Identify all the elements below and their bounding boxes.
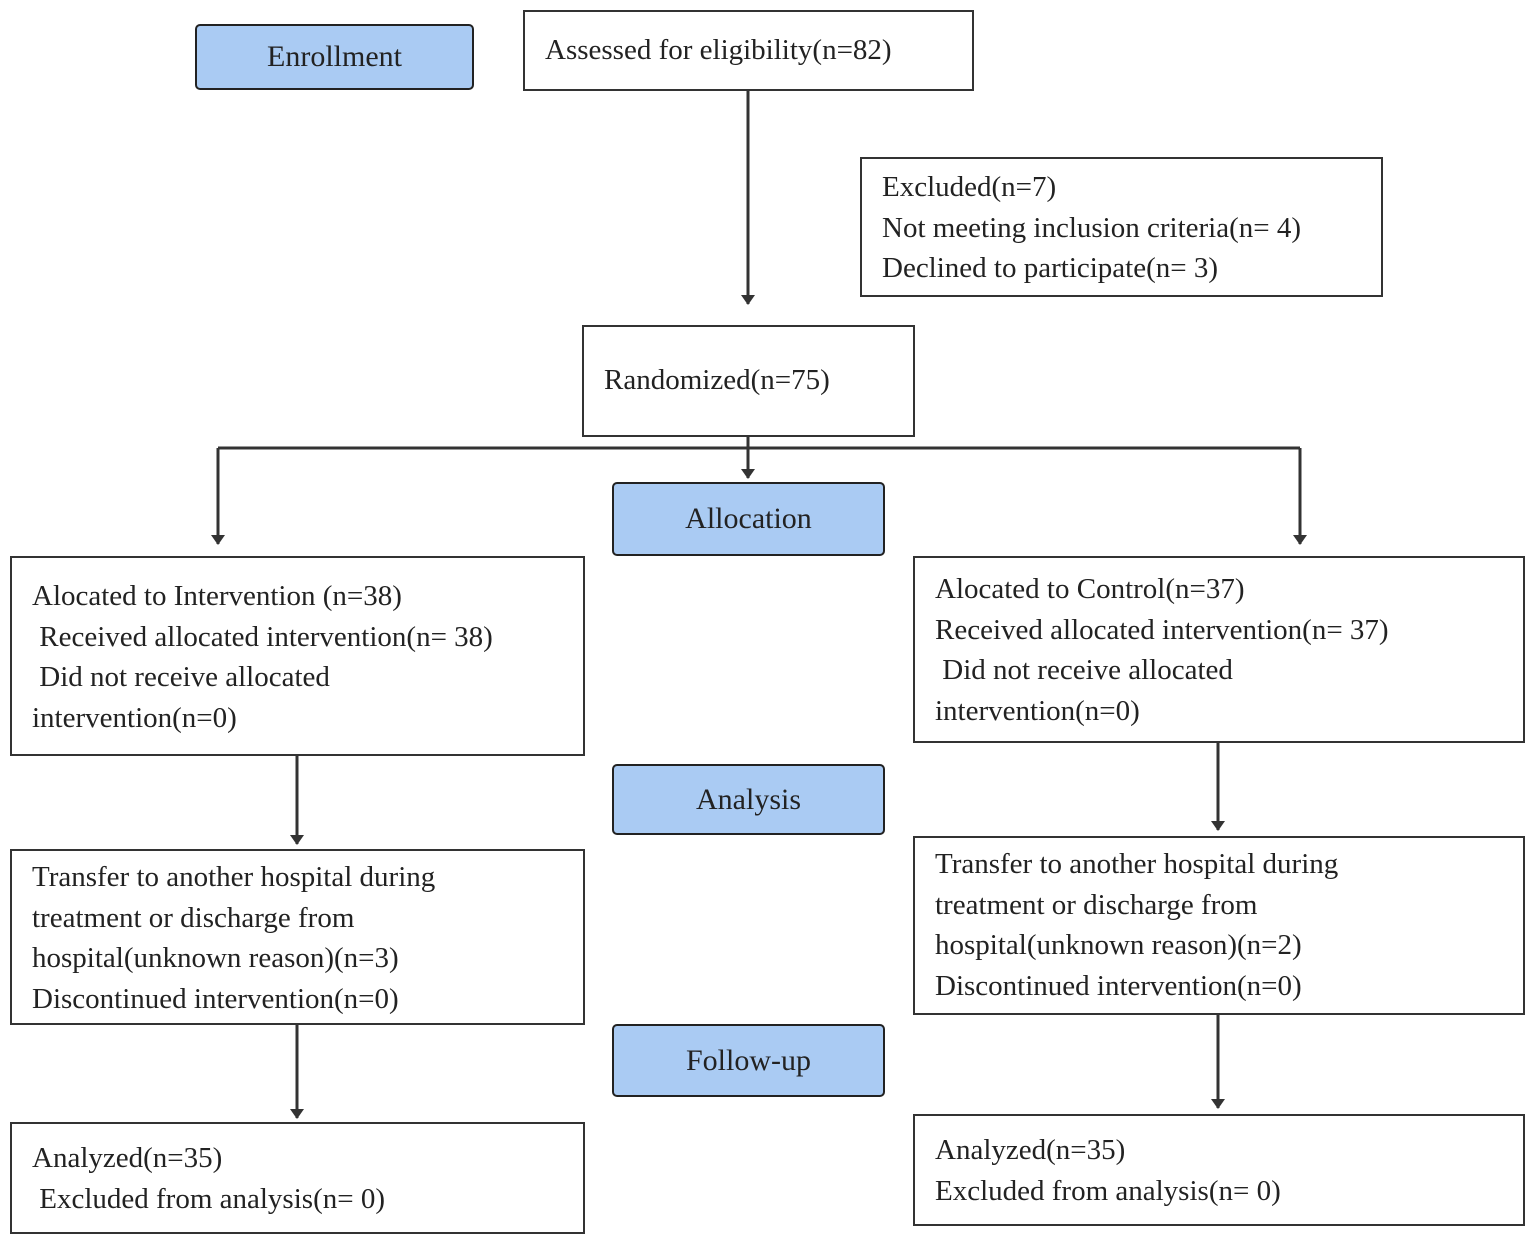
excluded-box: Excluded(n=7) Not meeting inclusion crit… bbox=[860, 157, 1383, 297]
intervention-analyzed-line: Excluded from analysis(n= 0) bbox=[32, 1182, 385, 1215]
intervention-analyzed-line: Analyzed(n=35) bbox=[32, 1142, 223, 1174]
intervention-allocation-line: Received allocated intervention(n= 38) bbox=[32, 620, 493, 653]
stage-enrollment: Enrollment bbox=[195, 24, 474, 90]
stage-analysis-label: Analysis bbox=[696, 782, 801, 816]
randomized-box: Randomized(n=75) bbox=[582, 325, 915, 437]
control-allocation-box: Alocated to Control(n=37) Received alloc… bbox=[913, 556, 1525, 743]
stage-allocation-label: Allocation bbox=[685, 502, 812, 535]
intervention-loss-box: Transfer to another hospital during trea… bbox=[10, 849, 585, 1025]
assessed-text: Assessed for eligibility(n=82) bbox=[545, 34, 892, 66]
control-allocation-line: Received allocated intervention(n= 37) bbox=[935, 613, 1389, 646]
control-allocation-line: Alocated to Control(n=37) bbox=[935, 573, 1245, 605]
control-loss-box: Transfer to another hospital during trea… bbox=[913, 836, 1525, 1015]
control-loss-line: treatment or discharge from bbox=[935, 888, 1258, 921]
intervention-allocation-box: Alocated to Intervention (n=38) Received… bbox=[10, 556, 585, 756]
excluded-line: Declined to participate(n= 3) bbox=[882, 252, 1219, 284]
intervention-loss-line: hospital(unknown reason)(n=3) bbox=[32, 942, 399, 974]
control-loss-line: hospital(unknown reason)(n=2) bbox=[935, 929, 1302, 961]
excluded-line: Excluded(n=7) bbox=[882, 171, 1057, 203]
stage-followup: Follow-up bbox=[612, 1024, 885, 1097]
control-analyzed-line: Excluded from analysis(n= 0) bbox=[935, 1174, 1281, 1207]
control-allocation-line: intervention(n=0) bbox=[935, 694, 1140, 727]
control-loss-line: Discontinued intervention(n=0) bbox=[935, 969, 1302, 1002]
intervention-loss-line: treatment or discharge from bbox=[32, 901, 355, 934]
stage-allocation: Allocation bbox=[612, 482, 885, 556]
stage-enrollment-label: Enrollment bbox=[267, 40, 402, 73]
intervention-loss-line: Transfer to another hospital during bbox=[32, 861, 436, 893]
randomized-text: Randomized(n=75) bbox=[604, 364, 830, 396]
intervention-allocation-line: intervention(n=0) bbox=[32, 701, 237, 734]
control-loss-line: Transfer to another hospital during bbox=[935, 848, 1339, 880]
intervention-loss-line: Discontinued intervention(n=0) bbox=[32, 982, 399, 1015]
stage-analysis: Analysis bbox=[612, 764, 885, 835]
stage-followup-label: Follow-up bbox=[685, 1043, 811, 1077]
intervention-allocation-line: Alocated to Intervention (n=38) bbox=[32, 580, 402, 612]
control-analyzed-line: Analyzed(n=35) bbox=[935, 1134, 1126, 1166]
excluded-line: Not meeting inclusion criteria(n= 4) bbox=[882, 211, 1302, 244]
assessed-box: Assessed for eligibility(n=82) bbox=[523, 10, 974, 91]
control-analyzed-box: Analyzed(n=35) Excluded from analysis(n=… bbox=[913, 1114, 1525, 1226]
intervention-analyzed-box: Analyzed(n=35) Excluded from analysis(n=… bbox=[10, 1122, 585, 1234]
control-allocation-line: Did not receive allocated bbox=[935, 654, 1233, 686]
intervention-allocation-line: Did not receive allocated bbox=[32, 661, 330, 693]
